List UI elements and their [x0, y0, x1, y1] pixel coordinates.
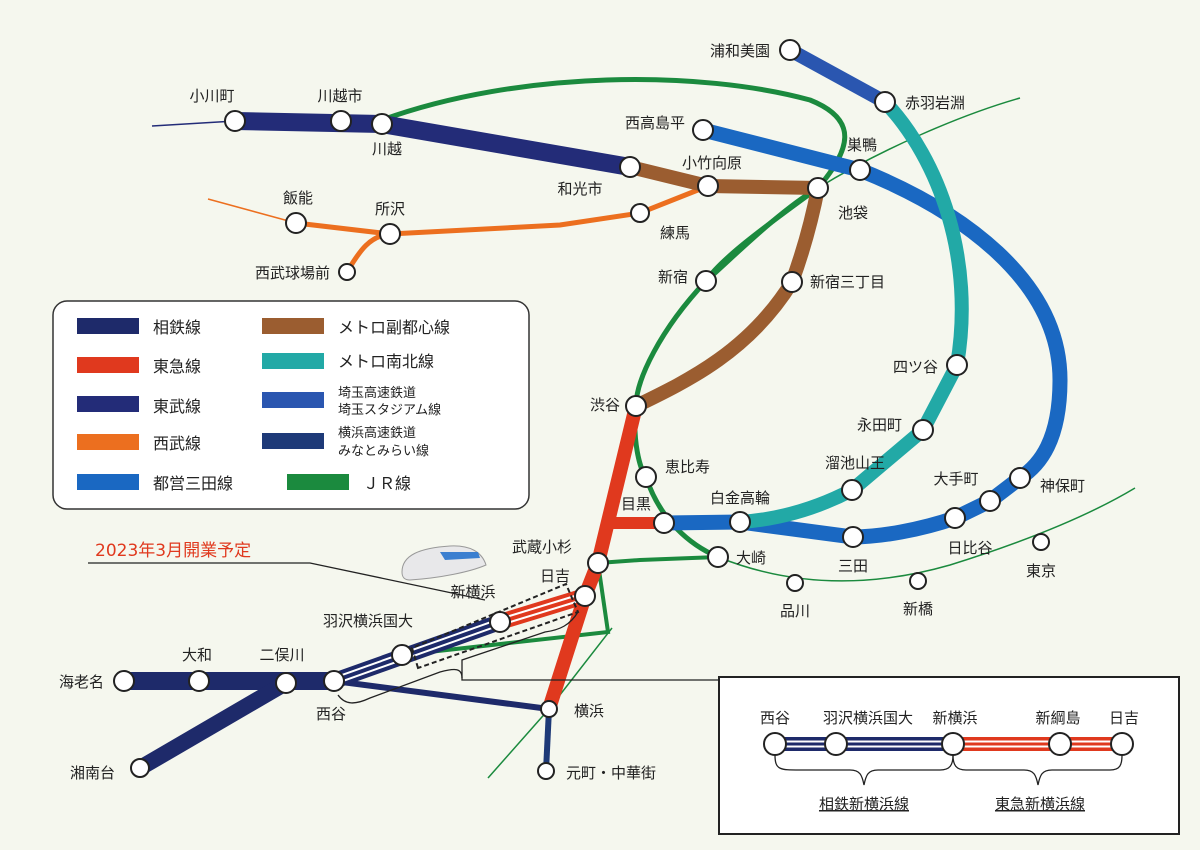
jr-musashikosugi-osaki [597, 555, 719, 565]
inset-shinyokohama-lines: 西谷 羽沢横浜国大 新横浜 新綱島 日吉 相鉄新横浜線 東急新横浜線 [718, 676, 1180, 835]
tobu-line [234, 112, 632, 176]
station-label: 日吉 [540, 567, 570, 585]
station-label: 元町・中華街 [566, 764, 656, 782]
station-label: 川越市 [317, 87, 362, 105]
station-label: 四ツ谷 [893, 358, 938, 376]
inset-station-label: 新横浜 [932, 709, 977, 727]
legend-label: 西武線 [153, 434, 201, 453]
seibu-line-thin [207, 198, 297, 224]
tokyu-shinyokohama-line [497, 588, 588, 630]
station-label: 神保町 [1040, 477, 1085, 495]
station-label: 溜池山王 [825, 454, 885, 472]
station-label: 東京 [1026, 562, 1056, 580]
station-label: 湘南台 [70, 764, 115, 782]
legend-label: 東武線 [153, 397, 201, 416]
stations [113, 39, 1050, 780]
station-label: 浦和美園 [710, 42, 770, 60]
station-label: 恵比寿 [665, 458, 710, 476]
station-label: 所沢 [375, 200, 405, 218]
inset-station-label: 新綱島 [1035, 709, 1080, 727]
station-label: 大和 [182, 646, 212, 664]
station-label: 大手町 [933, 470, 978, 488]
minatomirai-line [543, 708, 552, 772]
station-label: 新横浜 [450, 583, 495, 601]
station-label: 巣鴨 [847, 136, 877, 154]
station-label: 渋谷 [590, 396, 620, 414]
station-label: 白金高輪 [710, 489, 770, 507]
station-label: 川越 [372, 140, 402, 158]
station-label: 目黒 [621, 495, 651, 513]
legend-label: 相鉄線 [153, 318, 201, 337]
jr-kawagoe-loop [704, 185, 820, 283]
station-labels: 浦和美園 赤羽岩淵 小川町 川越市 川越 西高島平 巣鴨 和光市 小竹向原 池袋… [59, 42, 1085, 782]
station-label: 池袋 [838, 204, 868, 222]
legend-label: 東急線 [153, 357, 201, 376]
namboku-line [739, 97, 969, 529]
station-label: 小竹向原 [682, 154, 742, 172]
station-label: 羽沢横浜国大 [323, 612, 413, 630]
station-label: 新橋 [903, 600, 933, 618]
inset-station-label: 日吉 [1109, 709, 1139, 727]
sotetsu-yokohama-line [333, 678, 550, 712]
inset-line-label-tokyu: 東急新横浜線 [995, 795, 1085, 813]
station-label: 新宿 [658, 268, 688, 286]
legend-label: 埼玉高速鉄道 [338, 385, 416, 401]
station-label: 新宿三丁目 [810, 273, 885, 291]
legend-label: メトロ南北線 [338, 352, 434, 371]
seibu-line [295, 183, 709, 237]
station-label: 西谷 [316, 705, 346, 723]
shinkansen-icon [401, 545, 487, 581]
tobu-line-thin [151, 120, 236, 127]
sotetsu-izumino-line [135, 676, 291, 775]
inset-station-label: 西谷 [760, 709, 790, 727]
legend: 相鉄線 メトロ副都心線 東急線 メトロ南北線 東武線 埼玉高速鉄道 埼玉スタジア… [52, 300, 530, 510]
legend-label: 都営三田線 [153, 474, 233, 493]
sotetsu-shinyokohama-line [331, 614, 503, 689]
callout-line [88, 562, 486, 601]
station-label: 小川町 [189, 87, 234, 105]
station-label: 飯能 [283, 189, 313, 207]
station-label: 永田町 [857, 416, 902, 434]
opening-schedule-title: 2023年3月開業予定 [95, 541, 251, 561]
inset-station-label: 羽沢横浜国大 [823, 709, 913, 727]
legend-label: みなとみらい線 [338, 443, 429, 459]
station-label: 二俣川 [259, 646, 304, 664]
station-label: 海老名 [59, 673, 104, 691]
legend-label: メトロ副都心線 [338, 318, 450, 337]
new-section-dashed-box [410, 582, 580, 670]
inset-line-label-sotetsu: 相鉄新横浜線 [819, 795, 909, 813]
mita-line [663, 122, 1068, 545]
legend-label: 横浜高速鉄道 [338, 425, 416, 441]
station-label: 赤羽岩淵 [905, 94, 965, 112]
station-label: 練馬 [660, 224, 690, 242]
station-label: 品川 [780, 602, 810, 620]
legend-label: ＪＲ線 [363, 474, 411, 493]
legend-label: 埼玉スタジアム線 [338, 402, 441, 418]
saitama-stadium-line [786, 43, 889, 109]
station-label: 大崎 [736, 549, 766, 567]
station-label: 西高島平 [625, 114, 685, 132]
tokyu-toyoko-line [542, 404, 643, 712]
station-label: 横浜 [574, 702, 604, 720]
station-label: 和光市 [557, 180, 602, 198]
station-label: 西武球場前 [255, 264, 330, 282]
station-label: 武蔵小杉 [512, 538, 572, 556]
station-label: 三田 [838, 557, 868, 575]
station-label: 日比谷 [947, 539, 992, 557]
